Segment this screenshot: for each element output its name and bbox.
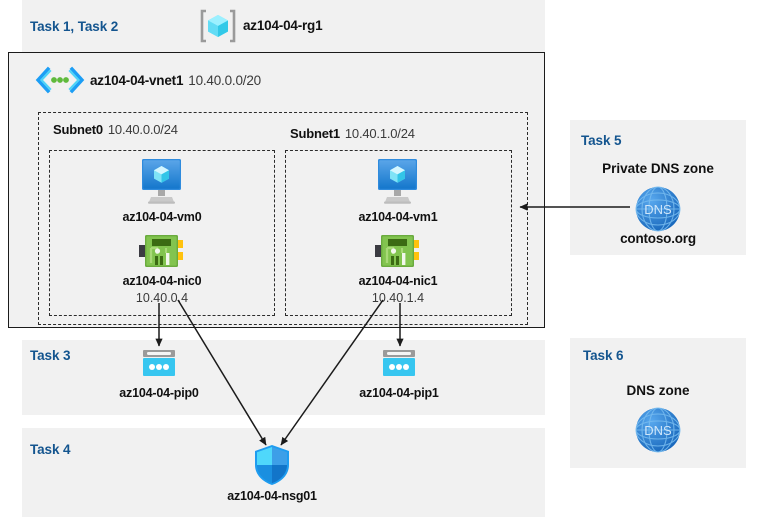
pip0-caption: az104-04-pip0 <box>119 386 199 400</box>
virtual-network-icon <box>34 66 86 94</box>
subnet1-title: Subnet1 10.40.1.0/24 <box>290 126 415 141</box>
public-ip-panel <box>22 340 545 415</box>
network-security-group-icon <box>252 443 292 487</box>
public-ip-address-icon <box>140 348 178 381</box>
resource-group-name-text: az104-04-rg1 <box>243 18 323 33</box>
private-dns-heading: Private DNS zone <box>602 161 714 176</box>
network-interface-icon <box>137 232 186 270</box>
subnet1-cidr: 10.40.1.0/24 <box>344 126 415 141</box>
resource-group-icon <box>199 8 237 44</box>
vnet-address-space: 10.40.0.0/20 <box>188 73 261 88</box>
vm1-caption: az104-04-vm1 <box>358 210 438 224</box>
nic1-caption: az104-04-nic1 <box>358 274 438 288</box>
task-label-4: Task 4 <box>30 442 71 457</box>
subnet1-box <box>285 150 512 316</box>
dns-zone-icon: DNS <box>632 404 684 456</box>
resource-group-name: az104-04-rg1 <box>243 18 323 33</box>
vm0-caption: az104-04-vm0 <box>122 210 202 224</box>
nic0-ip: 10.40.0.4 <box>135 291 189 305</box>
nsg-caption: az104-04-nsg01 <box>227 489 317 503</box>
subnet0-title: Subnet0 10.40.0.0/24 <box>53 122 178 137</box>
task-label-1-2: Task 1, Task 2 <box>30 19 119 34</box>
virtual-machine-icon <box>134 157 189 205</box>
task-label-6: Task 6 <box>583 348 624 363</box>
public-ip-address-icon <box>380 348 418 381</box>
virtual-machine-icon <box>370 157 425 205</box>
pip1-caption: az104-04-pip1 <box>359 386 439 400</box>
public-dns-heading: DNS zone <box>626 383 690 398</box>
subnet0-box <box>49 150 275 316</box>
dns-zone-icon: DNS <box>632 183 684 235</box>
vnet-panel <box>8 52 545 328</box>
subnet0-cidr: 10.40.0.0/24 <box>107 122 178 137</box>
vnet-name: az104-04-vnet1 <box>90 73 184 88</box>
subnet0-name: Subnet0 <box>53 122 103 137</box>
nic1-ip: 10.40.1.4 <box>371 291 425 305</box>
resource-group-panel <box>22 0 545 52</box>
vnet-title: az104-04-vnet1 10.40.0.0/20 <box>90 73 261 88</box>
private-dns-name: contoso.org <box>620 231 696 246</box>
subnet1-name: Subnet1 <box>290 126 340 141</box>
nic0-caption: az104-04-nic0 <box>122 274 202 288</box>
task-label-3: Task 3 <box>30 348 71 363</box>
svg-text:DNS: DNS <box>644 423 672 438</box>
task-label-5: Task 5 <box>581 133 622 148</box>
network-interface-icon <box>373 232 422 270</box>
svg-text:DNS: DNS <box>644 202 672 217</box>
